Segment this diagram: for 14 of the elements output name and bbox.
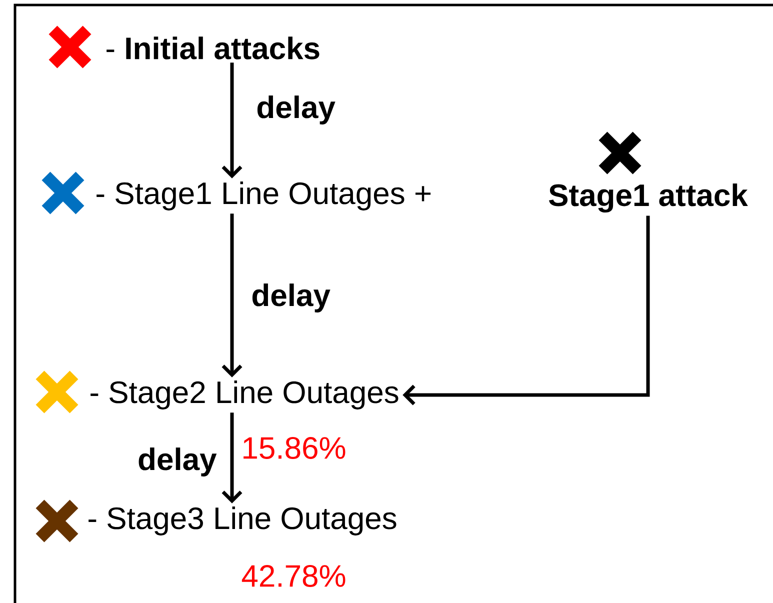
percentage-label: 15.86% bbox=[244, 437, 346, 459]
node-text: - Stage1 Line Outages + bbox=[96, 182, 431, 210]
percentage-label: 42.78% bbox=[242, 565, 346, 587]
edge-label: delay bbox=[255, 94, 336, 126]
node-text: - Stage3 Line Outages bbox=[88, 506, 396, 536]
arrow bbox=[222, 214, 242, 378]
arrow bbox=[402, 216, 650, 406]
edge-label: delay bbox=[250, 282, 332, 314]
arrow bbox=[222, 62, 242, 178]
node-text: - Stage2 Line Outages bbox=[90, 380, 398, 410]
arrow bbox=[222, 412, 242, 504]
node-text: Stage1 attack bbox=[548, 183, 748, 212]
edge-label: delay bbox=[136, 446, 218, 478]
node-text: - Initial attacks bbox=[106, 36, 320, 60]
